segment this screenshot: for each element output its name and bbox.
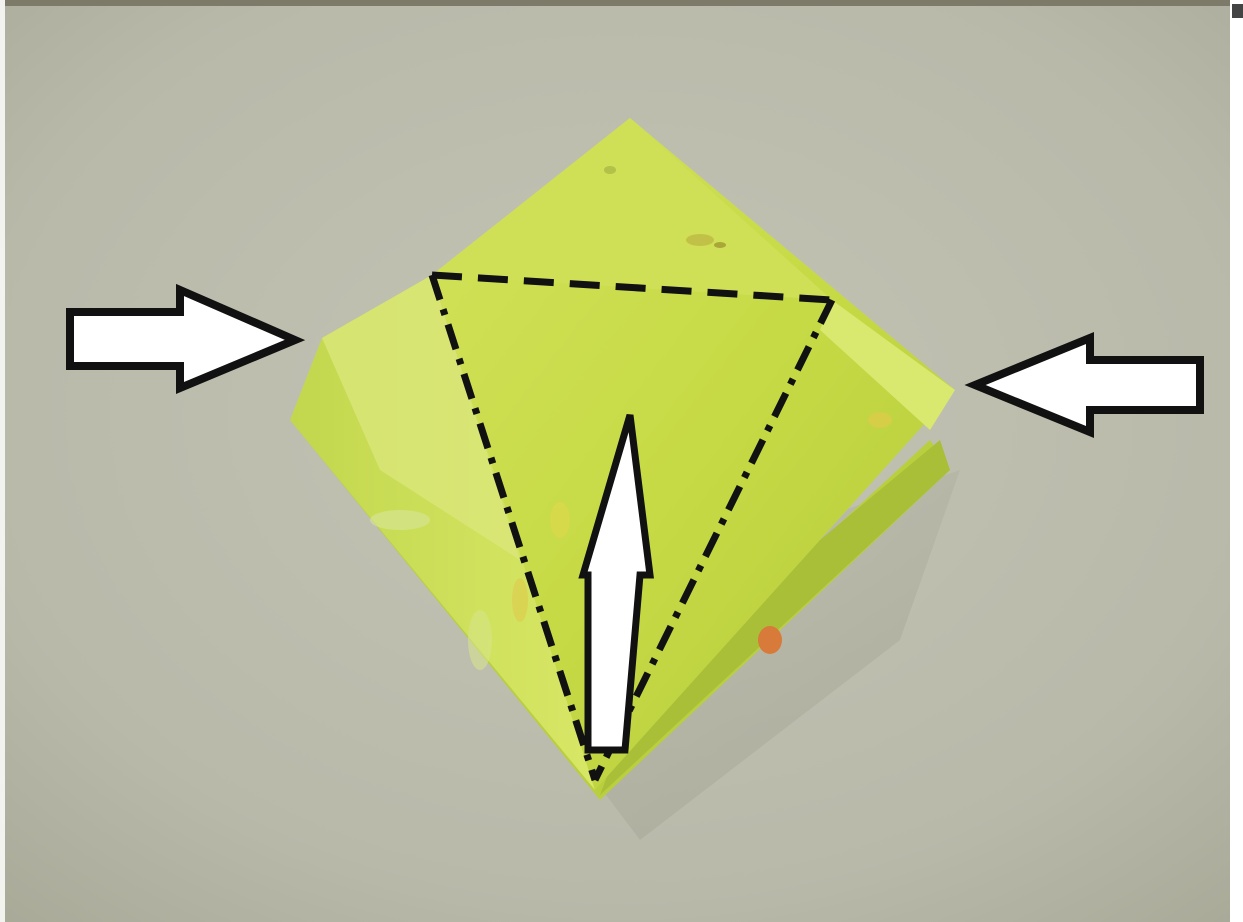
right-frame-edge (1230, 0, 1243, 922)
right-frame-mark (1232, 4, 1243, 18)
paper-orange-spot (758, 626, 782, 654)
left-frame-edge (0, 0, 5, 922)
top-edge-band (0, 0, 1243, 6)
